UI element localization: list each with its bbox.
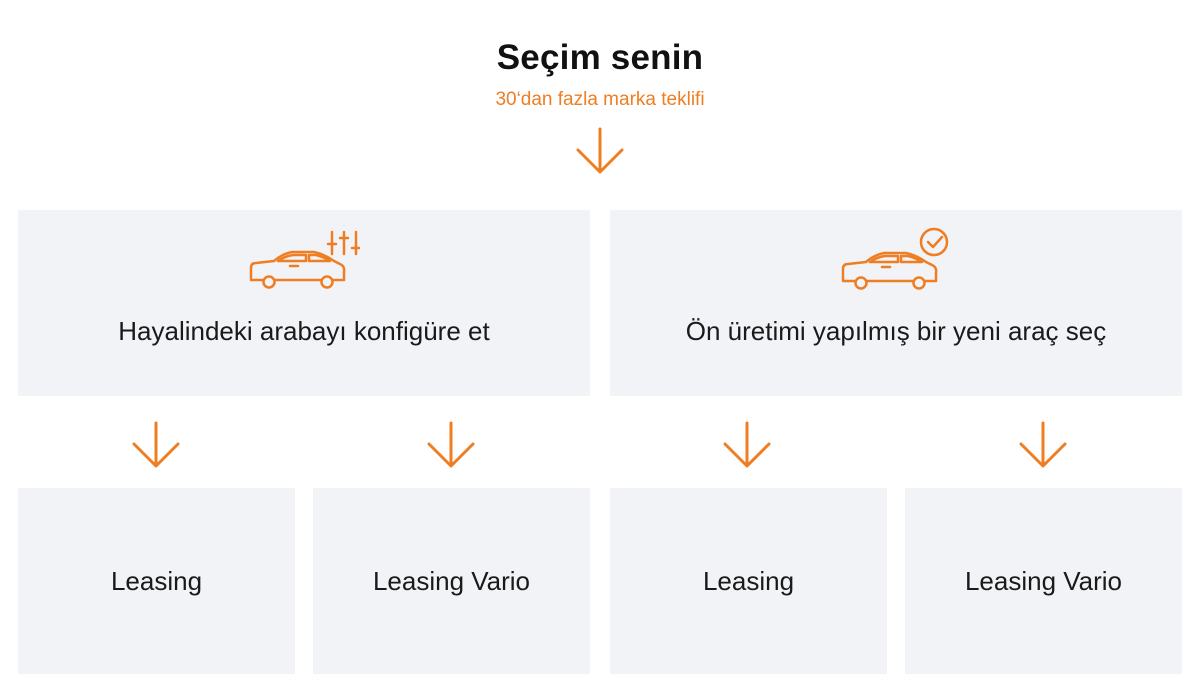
sub-option-label: Leasing Vario	[372, 566, 531, 596]
sub-option-label: Leasing	[702, 566, 795, 596]
arrow-down-icon	[722, 420, 772, 470]
option-label: Hayalindeki arabayı konfigüre et	[118, 316, 490, 346]
sub-option-label: Leasing	[110, 566, 203, 596]
sub-option-leasing[interactable]: Leasing	[610, 488, 887, 674]
arrow-down-icon	[426, 420, 476, 470]
page-title: Seçim senin	[496, 38, 704, 77]
arrow-down-icon	[1018, 420, 1068, 470]
sub-option-leasing-vario[interactable]: Leasing Vario	[313, 488, 590, 674]
arrow-down-icon	[131, 420, 181, 470]
car-configure-icon	[248, 230, 360, 292]
sub-option-leasing[interactable]: Leasing	[18, 488, 295, 674]
sub-option-leasing-vario[interactable]: Leasing Vario	[905, 488, 1182, 674]
option-choose-stock-car[interactable]: Ön üretimi yapılmış bir yeni araç seç	[610, 210, 1182, 396]
page-subtitle: 30‘dan fazla marka teklifi	[495, 89, 705, 110]
sub-option-label: Leasing Vario	[964, 566, 1123, 596]
option-configure-car[interactable]: Hayalindeki arabayı konfigüre et	[18, 210, 590, 396]
car-check-icon	[840, 227, 952, 293]
arrow-down-icon	[575, 126, 625, 176]
option-label: Ön üretimi yapılmış bir yeni araç seç	[685, 316, 1107, 346]
